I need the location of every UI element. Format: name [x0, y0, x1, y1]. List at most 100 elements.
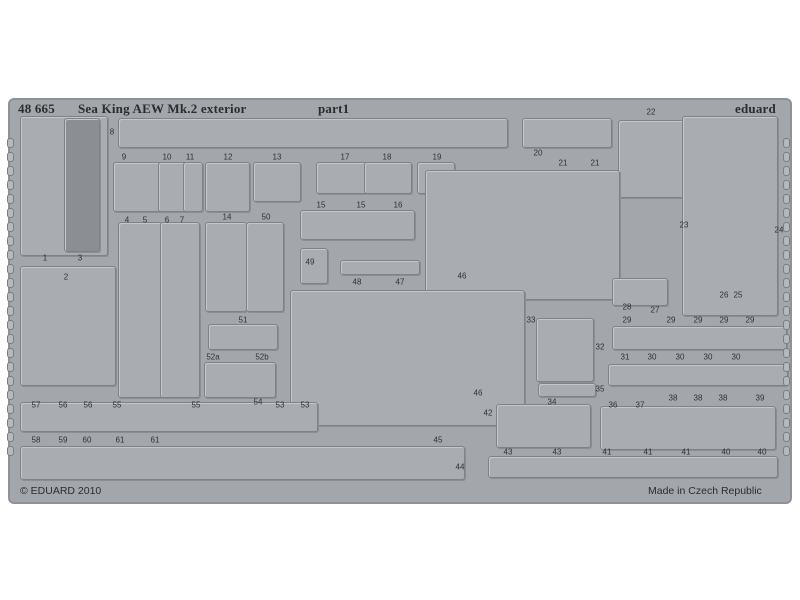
part-number-label: 6 — [164, 215, 170, 225]
etched-part — [183, 162, 203, 212]
etched-part — [253, 162, 301, 202]
part-number-label: 26 — [719, 290, 729, 300]
part-number-label: 55 — [112, 400, 122, 410]
etched-part — [246, 222, 284, 312]
fret-title: Sea King AEW Mk.2 exterior — [78, 101, 247, 116]
attachment-tab — [7, 208, 14, 218]
etched-part — [204, 362, 276, 398]
part-number-label: 3 — [77, 253, 83, 263]
attachment-tab — [7, 194, 14, 204]
part-number-label: 2 — [63, 272, 69, 282]
part-number-label: 27 — [650, 305, 660, 315]
attachment-tab — [7, 264, 14, 274]
part-number-label: 44 — [455, 462, 465, 472]
attachment-tab — [783, 432, 790, 442]
part-number-label: 41 — [681, 447, 691, 457]
attachment-tab — [783, 236, 790, 246]
part-number-label: 42 — [483, 408, 493, 418]
part-number-label: 30 — [675, 352, 685, 362]
part-number-label: 54 — [253, 397, 263, 407]
attachment-tab — [7, 446, 14, 456]
attachment-tab — [783, 152, 790, 162]
attachment-tab — [783, 264, 790, 274]
part-number-label: 56 — [83, 400, 93, 410]
etched-part — [205, 222, 247, 312]
part-number-label: 52b — [255, 352, 269, 362]
part-number-label: 30 — [731, 352, 741, 362]
part-number-label: 16 — [393, 200, 403, 210]
etched-part — [522, 118, 612, 148]
etched-part — [340, 260, 420, 275]
attachment-tab — [783, 348, 790, 358]
etched-part — [300, 248, 328, 284]
part-number-label: 33 — [526, 315, 536, 325]
part-number-label: 50 — [261, 212, 271, 222]
attachment-tab — [7, 166, 14, 176]
attachment-tab — [7, 376, 14, 386]
attachment-tab — [7, 404, 14, 414]
part-number-label: 43 — [503, 447, 513, 457]
part-number-label: 29 — [666, 315, 676, 325]
etched-part — [118, 118, 508, 148]
part-number-label: 14 — [222, 212, 232, 222]
origin-text: Made in Czech Republic — [648, 485, 762, 497]
part-number-label: 21 — [558, 158, 568, 168]
part-number-label: 36 — [608, 400, 618, 410]
attachment-tab — [7, 320, 14, 330]
part-number-label: 17 — [340, 152, 350, 162]
attachment-tab — [783, 320, 790, 330]
attachment-tab — [7, 390, 14, 400]
etched-part — [20, 446, 465, 480]
part-number-label: 15 — [356, 200, 366, 210]
attachment-tab — [783, 390, 790, 400]
attachment-tab — [7, 250, 14, 260]
part-number-label: 20 — [533, 148, 543, 158]
part-number-label: 59 — [58, 435, 68, 445]
part-number-label: 7 — [179, 215, 185, 225]
part-number-label: 30 — [647, 352, 657, 362]
etched-part — [612, 278, 668, 306]
etched-part — [608, 364, 788, 386]
part-number-label: 25 — [733, 290, 743, 300]
attachment-tab — [783, 418, 790, 428]
part-number-label: 53 — [300, 400, 310, 410]
attachment-tab — [7, 348, 14, 358]
etched-part — [208, 324, 278, 350]
part-number-label: 10 — [162, 152, 172, 162]
part-number-label: 43 — [552, 447, 562, 457]
attachment-tab — [783, 180, 790, 190]
etched-part — [682, 116, 778, 316]
part-number-label: 55 — [191, 400, 201, 410]
attachment-tab — [783, 362, 790, 372]
etched-part — [64, 118, 100, 252]
part-number-label: 41 — [643, 447, 653, 457]
attachment-tab — [783, 138, 790, 148]
part-number-label: 32 — [595, 342, 605, 352]
etched-part — [618, 120, 686, 198]
attachment-tab — [7, 334, 14, 344]
part-number-label: 38 — [718, 393, 728, 403]
part-number-label: 11 — [185, 152, 195, 162]
part-number-label: 31 — [620, 352, 630, 362]
part-number-label: 15 — [316, 200, 326, 210]
attachment-tab — [783, 194, 790, 204]
etched-part — [160, 222, 200, 398]
part-number-label: 46 — [473, 388, 483, 398]
part-number-label: 34 — [547, 397, 557, 407]
etched-part — [113, 162, 163, 212]
attachment-tab — [783, 222, 790, 232]
part-number-label: 29 — [693, 315, 703, 325]
attachment-tab — [783, 334, 790, 344]
part-number-label: 13 — [272, 152, 282, 162]
attachment-tab — [7, 278, 14, 288]
etched-part — [425, 170, 620, 300]
attachment-tab — [783, 376, 790, 386]
part-number-label: 28 — [622, 302, 632, 312]
part-number-label: 30 — [703, 352, 713, 362]
part-number-label: 46 — [457, 271, 467, 281]
attachment-tab — [783, 250, 790, 260]
etched-part — [20, 266, 116, 386]
part-number-label: 56 — [58, 400, 68, 410]
fret-part: part1 — [318, 101, 350, 116]
etched-part — [290, 290, 525, 426]
